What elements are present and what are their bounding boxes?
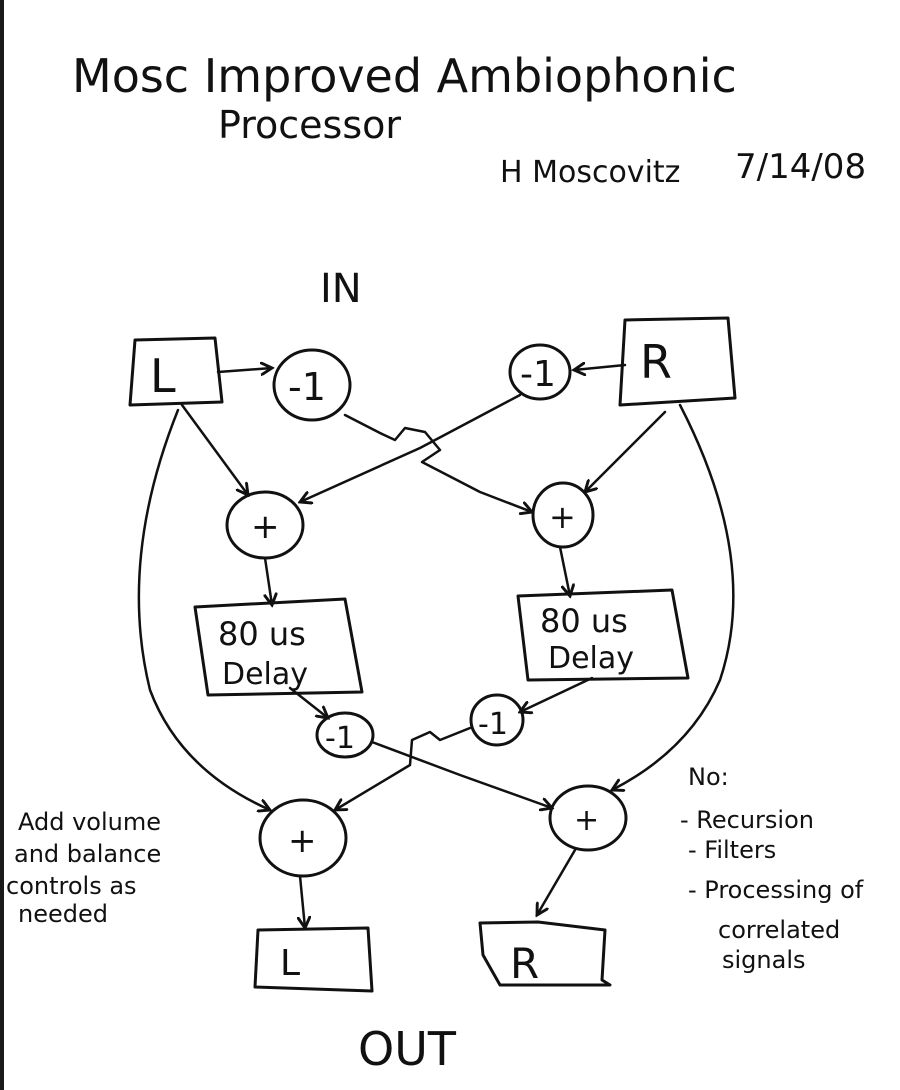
title-line2: Processor	[218, 103, 401, 147]
arrow-delayL-to-invBL	[288, 686, 328, 718]
summer-out-right-label: +	[574, 803, 599, 838]
arrow-sumL-to-delayL	[265, 556, 272, 605]
input-right-box: R	[618, 316, 737, 407]
output-left-box: L	[253, 926, 374, 993]
inverter-bottom-left: -1	[315, 711, 375, 759]
inverter-bottom-left-label: -1	[325, 721, 355, 756]
note-left-line2: and balance	[14, 840, 161, 868]
arrow-inR-bypass-to-sumOutR	[612, 403, 735, 790]
summer-out-right: +	[548, 784, 628, 852]
date: 7/14/08	[735, 147, 866, 187]
inverter-bottom-right-label: -1	[478, 707, 508, 742]
summer-mid-right-label: +	[549, 498, 576, 536]
scan-border	[0, 0, 4, 1090]
author-name: H Moscovitz	[500, 155, 680, 190]
note-right-item3: - Processing of	[688, 876, 864, 904]
note-right-item4: correlated	[718, 916, 840, 944]
inverter-bottom-right: -1	[469, 693, 525, 747]
summer-out-left-label: +	[288, 821, 317, 861]
output-right-box: R	[478, 920, 612, 988]
output-right-label: R	[510, 939, 539, 988]
note-right-item5: signals	[722, 946, 806, 974]
arrow-inL-to-invTL	[216, 368, 272, 372]
input-label: IN	[320, 266, 362, 312]
inverter-top-left-label: -1	[288, 365, 326, 409]
connections	[137, 365, 735, 928]
summer-mid-left: +	[225, 490, 305, 560]
arrow-sumOutR-to-outR	[537, 848, 577, 915]
arrow-invBL-to-sumOutR	[370, 740, 552, 808]
inverter-top-left: -1	[272, 348, 352, 422]
note-right-item2: - Filters	[688, 836, 776, 864]
input-left-box: L	[128, 336, 224, 407]
arrow-inR-to-invTR	[574, 365, 627, 370]
delay-left-line2: Delay	[222, 657, 308, 692]
note-left-line1: Add volume	[18, 808, 161, 836]
arrow-inL-bypass-to-sumOutL	[137, 408, 270, 810]
arrow-inR-to-sumR	[585, 410, 667, 492]
note-left-line3: controls as	[6, 872, 137, 900]
delay-right-line2: Delay	[548, 641, 634, 676]
arrow-invBR-to-sumOutL	[335, 726, 472, 810]
arrow-invTR-to-sumL	[300, 393, 522, 502]
note-left-line4: needed	[18, 900, 108, 928]
output-left-label: L	[280, 943, 300, 984]
output-label: OUT	[358, 1022, 457, 1076]
delay-left-line1: 80 us	[218, 615, 306, 653]
note-right-item1: - Recursion	[680, 806, 814, 834]
arrow-invTL-to-sumR	[343, 413, 532, 512]
delay-right-line1: 80 us	[540, 602, 628, 640]
note-left: Add volume and balance controls as neede…	[6, 808, 161, 928]
input-left-label: L	[150, 349, 176, 403]
arrow-inL-to-sumL	[180, 403, 248, 495]
note-right: No: - Recursion - Filters - Processing o…	[680, 763, 864, 974]
input-right-label: R	[640, 335, 672, 389]
inverter-top-right-label: -1	[520, 354, 556, 395]
delay-left-box: 80 us Delay	[193, 597, 364, 697]
arrow-sumOutL-to-outL	[300, 874, 305, 928]
title-line1: Mosc Improved Ambiophonic	[72, 49, 737, 103]
delay-right-box: 80 us Delay	[516, 588, 690, 682]
summer-mid-left-label: +	[251, 507, 280, 547]
note-right-heading: No:	[688, 763, 729, 791]
arrow-delayR-to-invBR	[520, 676, 594, 712]
arrow-sumR-to-delayR	[558, 545, 570, 596]
inverter-top-right: -1	[508, 343, 572, 401]
summer-out-left: +	[258, 798, 348, 878]
